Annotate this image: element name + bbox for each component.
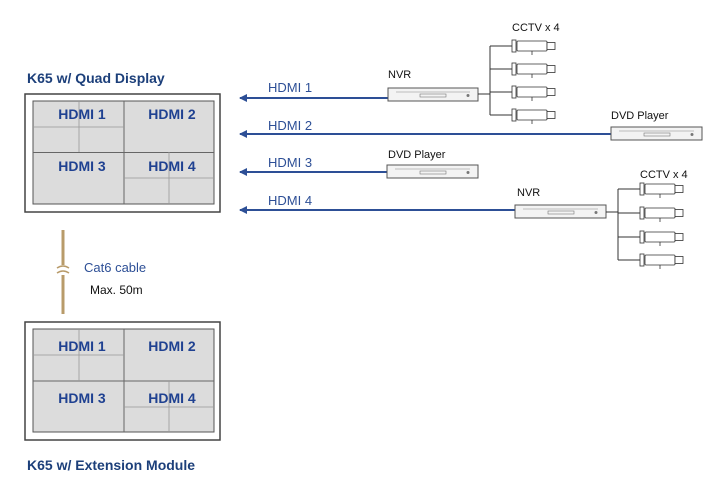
top-cell-hdmi-3: HDMI 3 [58,158,106,174]
hdmi-3-label: HDMI 3 [268,155,312,170]
hdmi-2-link: HDMI 2 [239,118,611,138]
bottom-cell-hdmi-1: HDMI 1 [58,338,106,354]
top-quad-display: HDMI 1 HDMI 2 HDMI 3 HDMI 4 [24,93,221,213]
bottom-quad-display: HDMI 1 HDMI 2 HDMI 3 HDMI 4 [24,321,221,441]
hdmi-3-link: HDMI 3 [239,155,387,176]
cable-length: Max. 50m [90,283,143,297]
cctv-group-2-bracket [606,188,640,261]
hdmi-1-link: HDMI 1 [239,80,388,102]
top-display-title: K65 w/ Quad Display [27,70,165,86]
dvd-player-device-2 [386,164,479,179]
cctv-camera-icon [511,108,556,124]
cctv-group-1-label: CCTV x 4 [512,22,560,34]
top-cell-hdmi-1: HDMI 1 [58,106,106,122]
dvd-player-1-label: DVD Player [611,110,669,122]
hdmi-4-link: HDMI 4 [239,193,515,214]
cctv-camera-icon [639,230,684,246]
hdmi-1-label: HDMI 1 [268,80,312,95]
top-cell-hdmi-4: HDMI 4 [148,158,196,174]
cctv-group-2-label: CCTV x 4 [640,169,688,181]
nvr-device-2 [514,204,607,219]
cat6-cable [56,230,70,314]
cable-label: Cat6 cable [84,260,146,275]
bottom-display-title: K65 w/ Extension Module [27,457,195,473]
bottom-cell-hdmi-3: HDMI 3 [58,390,106,406]
dvd-player-2-label: DVD Player [388,149,446,161]
cctv-camera-icon [511,85,556,101]
cctv-group-1-bracket [478,45,512,116]
cctv-camera-icon [639,253,684,269]
nvr-1-label: NVR [388,69,411,81]
top-cell-hdmi-2: HDMI 2 [148,106,196,122]
nvr-2-label: NVR [517,187,540,199]
nvr-device-1 [387,87,479,102]
bottom-cell-hdmi-4: HDMI 4 [148,390,196,406]
cctv-camera-icon [639,182,684,198]
hdmi-2-label: HDMI 2 [268,118,312,133]
cctv-camera-icon [511,62,556,78]
dvd-player-device-1 [610,126,703,141]
bottom-cell-hdmi-2: HDMI 2 [148,338,196,354]
hdmi-4-label: HDMI 4 [268,193,312,208]
cctv-camera-icon [639,206,684,222]
cctv-camera-icon [511,39,556,55]
